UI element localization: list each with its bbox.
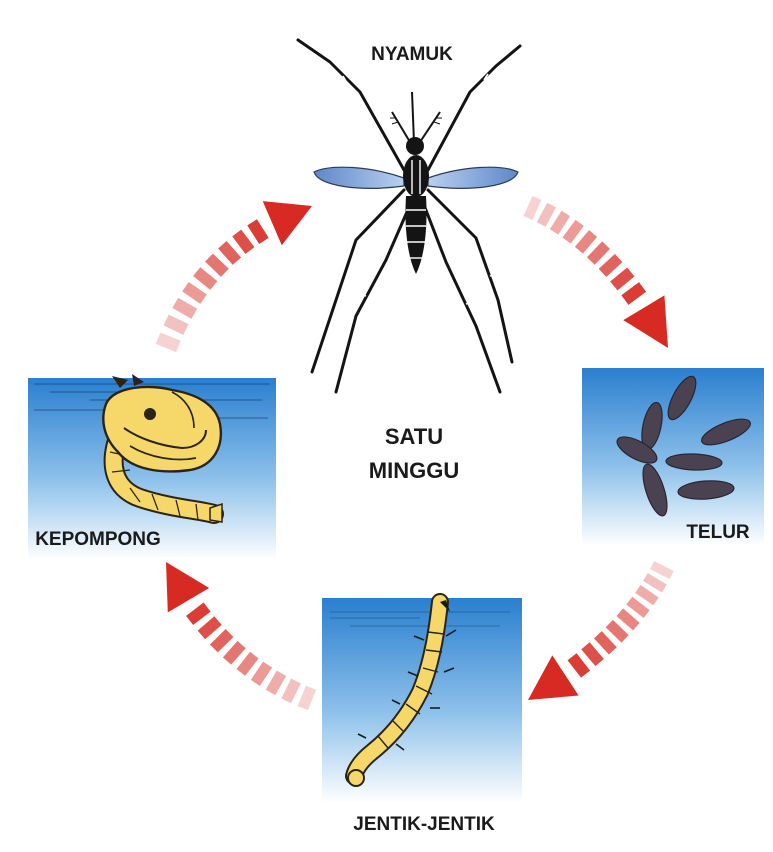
pupa-icon — [102, 374, 224, 524]
stage-label-adult: NYAMUK — [371, 44, 453, 65]
arrow-adult-to-egg — [523, 195, 668, 348]
stage-label-pupa: KEPOMPONG — [35, 529, 161, 550]
larva-panel — [322, 593, 522, 803]
center-label-line1: SATU — [385, 424, 443, 449]
arrow-pupa-to-adult — [155, 201, 312, 353]
arrow-larva-to-pupa — [166, 562, 317, 711]
larva-icon — [345, 593, 457, 787]
mosquito-icon — [296, 38, 522, 394]
stage-label-larva: JENTIK-JENTIK — [353, 814, 495, 835]
center-label-line2: MINGGU — [369, 458, 459, 483]
eggs-panel — [582, 368, 764, 546]
cycle-arrows — [155, 195, 674, 711]
pupa-panel — [28, 374, 276, 560]
eggs-icon — [616, 375, 751, 517]
stage-label-egg: TELUR — [686, 522, 750, 543]
arrow-egg-to-larva — [528, 560, 674, 700]
